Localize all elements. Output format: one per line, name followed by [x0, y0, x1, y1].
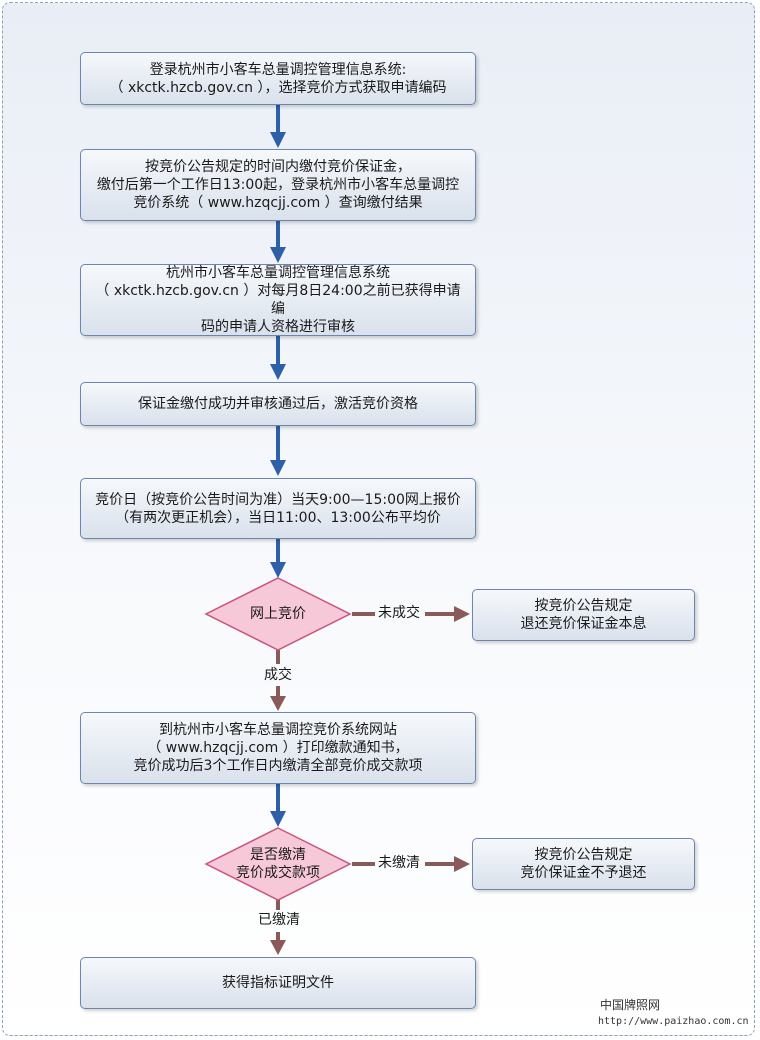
step5-line2: （有两次更正机会），当日11:00、13:00公布平均价: [115, 509, 441, 526]
result-deposit-forfeited: 按竞价公告规定 竞价保证金不予退还: [472, 838, 695, 890]
step-qualification-review: 杭州市小客车总量调控管理信息系统 （ xkctk.hzcb.gov.cn ）对每…: [80, 264, 476, 336]
step4-line1: 保证金缴付成功并审核通过后，激活竞价资格: [138, 396, 418, 412]
final-line1: 获得指标证明文件: [222, 975, 334, 991]
result-refund-deposit: 按竞价公告规定 退还竞价保证金本息: [472, 589, 695, 641]
step6-line2: （ www.hzqcjj.com ）打印缴款通知书，: [147, 740, 409, 756]
decision-online-bidding-label: 网上竞价: [206, 596, 350, 632]
step1-line2: （ xkctk.hzcb.gov.cn ），选择竞价方式获取申请编码: [109, 79, 447, 96]
decision-diamond-1: [204, 577, 352, 651]
decision1-text: 网上竞价: [250, 606, 306, 622]
label-not-won: 未成交: [378, 605, 420, 621]
step-obtain-certificate: 获得指标证明文件: [80, 957, 476, 1009]
step-bidding-day: 竞价日（按竞价公告时间为准）当天9:00—15:00网上报价 （有两次更正机会）…: [80, 478, 476, 539]
refund-line1: 按竞价公告规定: [534, 598, 633, 614]
step5-line1: 竞价日（按竞价公告时间为准）当天9:00—15:00网上报价: [95, 491, 461, 508]
step6-line1: 到杭州市小客车总量调控竞价系统网站: [159, 722, 397, 738]
label-won: 成交: [264, 667, 292, 683]
watermark-name: 中国牌照网: [600, 998, 661, 1012]
step-activate-bidding: 保证金缴付成功并审核通过后，激活竞价资格: [80, 382, 476, 426]
step-login-apply-code: 登录杭州市小客车总量调控管理信息系统: （ xkctk.hzcb.gov.cn …: [80, 52, 476, 105]
step1-line1: 登录杭州市小客车总量调控管理信息系统:: [149, 61, 407, 78]
forfeit-line1: 按竞价公告规定: [534, 847, 633, 863]
decision2-line1: 是否缴清: [250, 847, 306, 863]
step3-line2: （ xkctk.hzcb.gov.cn ）对每月8日24:00之前已获得申请编: [95, 283, 461, 317]
step6-line3: 竞价成功后3个工作日内缴清全部竞价成交款项: [133, 758, 423, 774]
step2-line1: 按竞价公告规定的时间内缴付竞价保证金，: [144, 159, 411, 175]
step-pay-deposit: 按竞价公告规定的时间内缴付竞价保证金， 缴付后第一个工作日13:00起，登录杭州…: [80, 149, 476, 221]
step3-line3: 码的申请人资格进行审核: [201, 319, 355, 335]
decision-diamond-2: [204, 827, 352, 901]
step3-line1: 杭州市小客车总量调控管理信息系统: [166, 265, 390, 281]
step-print-payment-notice: 到杭州市小客车总量调控竞价系统网站 （ www.hzqcjj.com ）打印缴款…: [80, 712, 476, 784]
main-arrows: [270, 105, 286, 827]
decision-payment-cleared-label: 是否缴清 竞价成交款项: [206, 846, 350, 882]
label-not-paid: 未缴清: [378, 855, 420, 871]
watermark-url: http://www.paizhao.com.cn: [598, 1016, 749, 1027]
step2-line2: 缴付后第一个工作日13:00起，登录杭州市小客车总量调控: [96, 177, 460, 193]
label-paid: 已缴清: [258, 912, 300, 928]
step2-line3: 竞价系统（ www.hzqcjj.com ）查询缴付结果: [133, 195, 423, 211]
refund-line2: 退还竞价保证金本息: [520, 616, 647, 632]
branch-arrows: [270, 606, 470, 955]
decision2-line2: 竞价成交款项: [236, 865, 320, 881]
forfeit-line2: 竞价保证金不予退还: [520, 865, 647, 881]
